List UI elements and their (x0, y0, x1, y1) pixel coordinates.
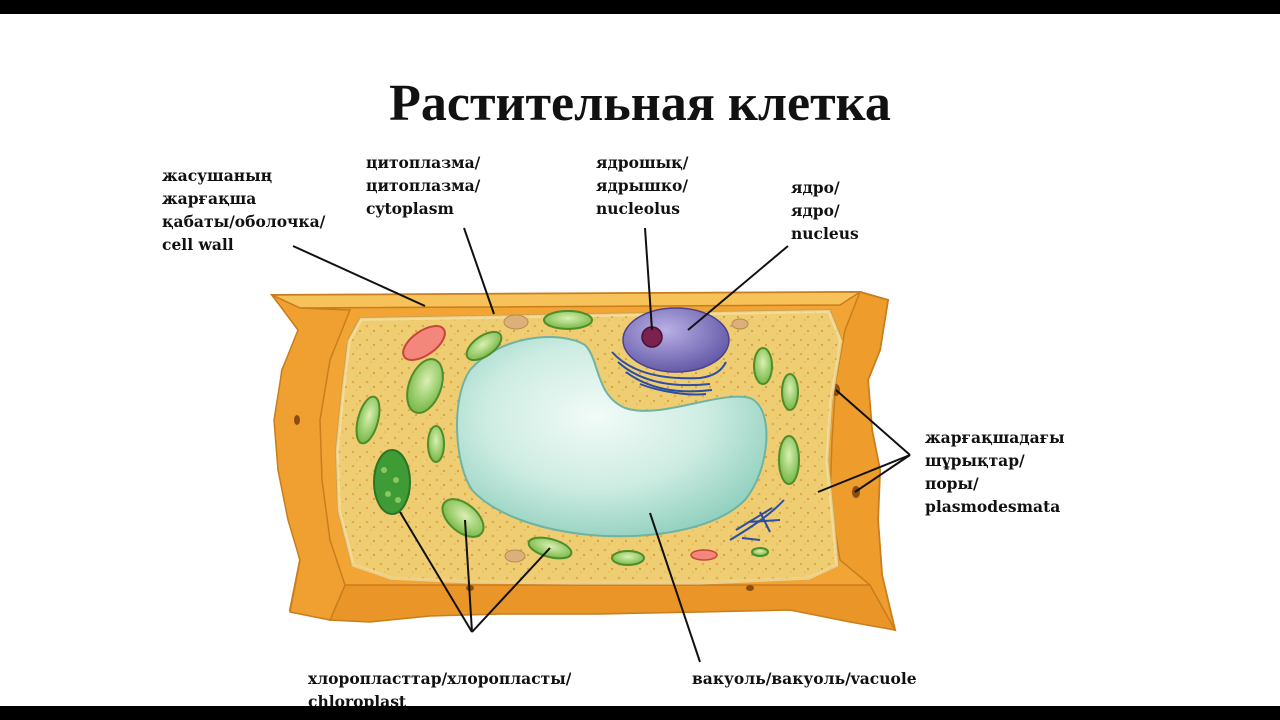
label-cytoplasm: цитоплазма/ цитоплазма/ cytoplasm (366, 151, 480, 220)
label-cell-wall-line-2: жарғақша (162, 187, 325, 210)
label-cytoplasm-line-2: цитоплазма/ (366, 174, 480, 197)
label-nucleolus-line-2: ядрышко/ (596, 174, 688, 197)
label-nucleus-line-3: nucleus (791, 222, 859, 245)
nucleus (623, 308, 729, 372)
label-nucleus: ядро/ ядро/ nucleus (791, 176, 859, 245)
label-plasmodesmata-line-1: жарғақшадағы (925, 426, 1065, 449)
label-chloroplast-line-2: chloroplast (308, 690, 571, 706)
label-cell-wall-line-1: жасушаның (162, 164, 325, 187)
label-cytoplasm-line-1: цитоплазма/ (366, 151, 480, 174)
label-cytoplasm-line-3: cytoplasm (366, 197, 480, 220)
label-cell-wall-line-4: cell wall (162, 233, 325, 256)
label-vacuole-line-1: вакуоль/вакуоль/vacuole (692, 667, 917, 690)
label-nucleus-line-1: ядро/ (791, 176, 859, 199)
label-nucleolus-line-3: nucleolus (596, 197, 688, 220)
label-nucleolus: ядрошық/ ядрышко/ nucleolus (596, 151, 688, 220)
label-plasmodesmata: жарғақшадағы шұрықтар/ поры/ plasmodesma… (925, 426, 1065, 518)
label-plasmodesmata-line-4: plasmodesmata (925, 495, 1065, 518)
label-chloroplast-line-1: хлоропласттар/хлоропласты/ (308, 667, 571, 690)
label-cell-wall: жасушаның жарғақша қабаты/оболочка/ cell… (162, 164, 325, 256)
label-chloroplast: хлоропласттар/хлоропласты/ chloroplast (308, 667, 571, 706)
label-plasmodesmata-line-2: шұрықтар/ (925, 449, 1065, 472)
label-nucleolus-line-1: ядрошық/ (596, 151, 688, 174)
label-plasmodesmata-line-3: поры/ (925, 472, 1065, 495)
label-cell-wall-line-3: қабаты/оболочка/ (162, 210, 325, 233)
label-nucleus-line-2: ядро/ (791, 199, 859, 222)
label-vacuole: вакуоль/вакуоль/vacuole (692, 667, 917, 690)
